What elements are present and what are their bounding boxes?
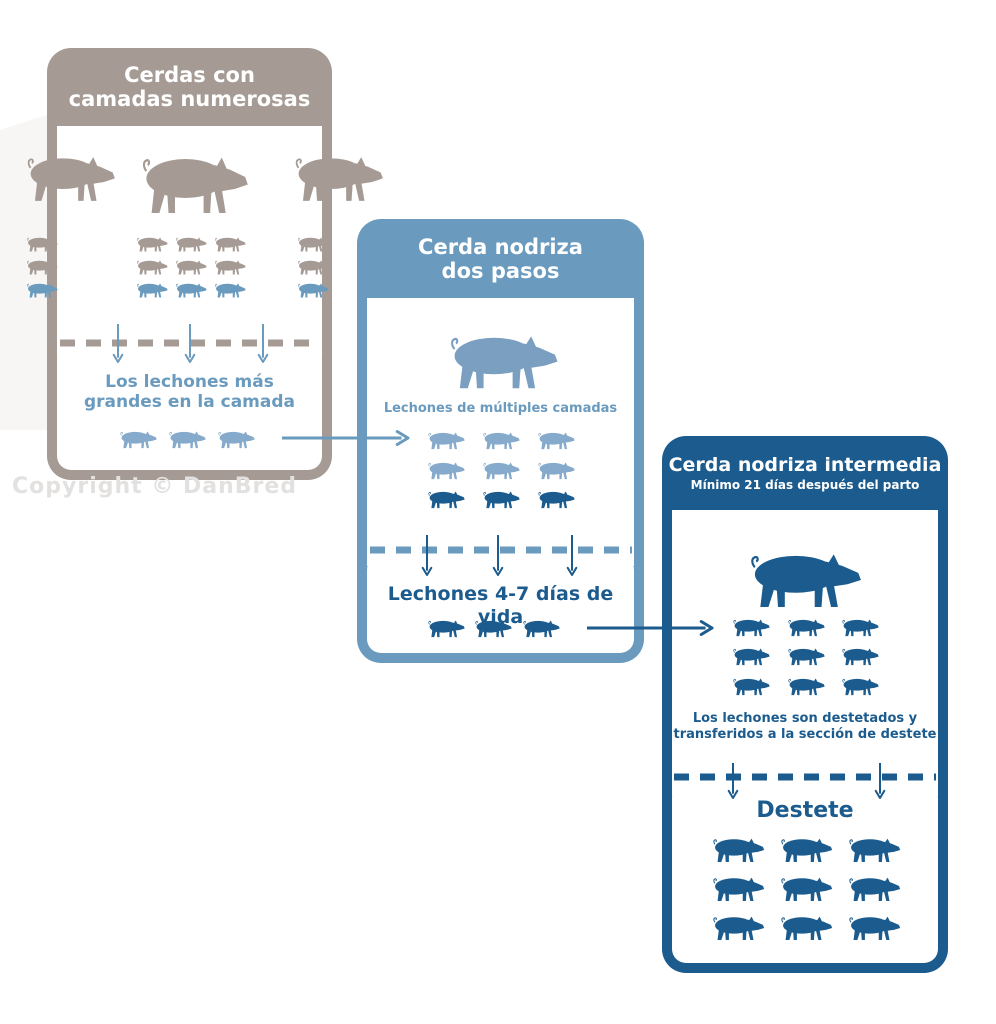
- panel1-bottom-label-line1: Los lechones más: [105, 372, 274, 392]
- down-arrow-icon: [421, 535, 433, 576]
- panel3-middle-label-line1: Los lechones son destetados y: [692, 711, 918, 726]
- down-arrow-icon: [727, 763, 739, 799]
- down-arrow-icon: [184, 324, 196, 363]
- copyright-watermark: Copyright © DanBred: [12, 474, 298, 499]
- panel3-subtitle: Mínimo 21 días después del parto: [690, 478, 920, 493]
- panel1-title: Cerdas con camadas numerosas: [47, 63, 332, 111]
- panel3-title: Cerda nodriza intermedia Mínimo 21 días …: [662, 454, 948, 493]
- sow-icon: [295, 156, 384, 202]
- panel-large-litters: [27, 48, 384, 480]
- down-arrow-icon: [566, 535, 578, 576]
- down-arrow-icon: [112, 324, 124, 363]
- panel2-title: Cerda nodriza dos pasos: [357, 235, 644, 283]
- panel1-bottom-label: Los lechones más grandes en la camada: [57, 372, 322, 413]
- panel2-middle-label: Lechones de múltiples camadas: [383, 401, 618, 416]
- down-arrow-icon: [492, 535, 504, 576]
- weaning-title: Destete: [756, 798, 854, 823]
- panel1-title-line2: camadas numerosas: [68, 86, 311, 111]
- panel3-middle-label-line2: transferidos a la sección de destete: [673, 726, 937, 742]
- down-arrow-icon: [257, 324, 269, 363]
- panel3-title-main: Cerda nodriza intermedia: [668, 454, 942, 476]
- panel1-bottom-label-line2: grandes en la camada: [83, 392, 295, 413]
- panel1-title-line1: Cerdas con: [124, 63, 255, 87]
- panel2-bottom-label: Lechones 4-7 días de vida: [387, 583, 614, 628]
- down-arrow-icon: [874, 763, 886, 799]
- transfer-arrow-icon: [282, 430, 410, 446]
- panel2-title-line1: Cerda nodriza: [418, 235, 583, 259]
- panel2-title-line2: dos pasos: [441, 258, 560, 283]
- transfer-arrow-icon: [587, 620, 714, 636]
- panel3-middle-label: Los lechones son destetados y transferid…: [672, 711, 938, 742]
